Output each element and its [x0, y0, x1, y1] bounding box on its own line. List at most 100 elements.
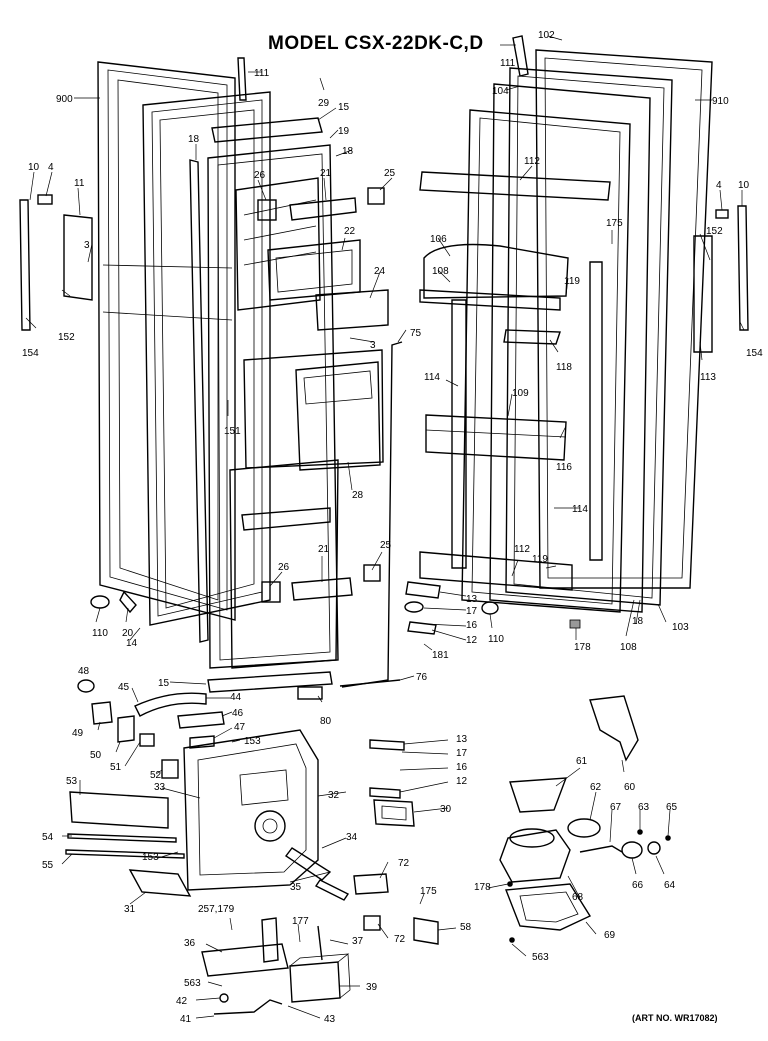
callout-103: 103 [672, 622, 689, 633]
callout-43: 43 [324, 1014, 336, 1025]
callout-63: 63 [638, 802, 650, 813]
callout-36: 36 [184, 938, 196, 949]
leader-lines [25, 35, 745, 1019]
callout-108: 108 [620, 642, 637, 653]
part-47-clip [189, 735, 215, 749]
part-15-trim-bottom [207, 671, 333, 693]
callout-29: 29 [318, 98, 330, 109]
callout-75: 75 [410, 328, 422, 339]
callout-152: 152 [706, 226, 723, 237]
part-55-strip [65, 849, 185, 859]
part-20-hinge [119, 590, 137, 614]
diagram-title: MODEL CSX-22DK-C,D [268, 33, 484, 54]
callout-54: 54 [42, 832, 54, 843]
callout-563: 563 [184, 978, 201, 989]
part-44-lever [134, 692, 207, 717]
part-53-frame [69, 791, 169, 829]
callout-65: 65 [666, 802, 678, 813]
part-178-plug [569, 619, 581, 629]
part-46-actuator [177, 711, 225, 729]
callout-114: 114 [572, 504, 588, 515]
part-15-trim-top [211, 117, 323, 143]
callout-116: 116 [556, 462, 572, 473]
part-35-rod [314, 879, 350, 901]
callout-112: 112 [514, 544, 530, 555]
callout-37: 37 [352, 936, 364, 947]
callout-111: 111 [500, 58, 516, 69]
part-48-knob [77, 679, 95, 693]
part-61-cup [509, 777, 568, 813]
callout-112: 112 [524, 156, 540, 167]
part-37-wire [317, 925, 323, 961]
part-25-clip-lower [363, 564, 381, 582]
callout-900: 900 [56, 94, 73, 105]
part-36-arm [261, 917, 279, 963]
callout-110: 110 [92, 628, 108, 639]
callout-175: 175 [606, 218, 623, 229]
callout-13: 13 [456, 734, 468, 745]
part-12-plate-lower [369, 787, 401, 799]
part-80-coupler [297, 686, 323, 700]
callout-49: 49 [72, 728, 84, 739]
part-64-cap [647, 841, 661, 855]
callout-20: 20 [122, 628, 134, 639]
part-10-handle-bar [19, 199, 31, 331]
callout-64: 64 [664, 880, 676, 891]
callout-19: 19 [338, 126, 350, 137]
art-number: (ART NO. WR17082) [632, 1013, 718, 1023]
part-31-grille [128, 869, 192, 897]
callout-178: 178 [574, 642, 591, 653]
part-66-motor [621, 841, 643, 859]
part-4-handle-cap [37, 194, 53, 205]
part-26-clip-lower [261, 581, 281, 603]
part-10-handle-bar-right [737, 205, 749, 331]
dispenser-housing-32 [183, 729, 319, 891]
callout-30: 30 [440, 804, 452, 815]
callout-175: 175 [420, 886, 437, 897]
freezer-outer-door-panel [97, 61, 236, 621]
part-13-hinge-top [405, 581, 441, 599]
part-563-screw [509, 937, 515, 943]
callout-153: 153 [142, 852, 159, 863]
callout-60: 60 [624, 782, 636, 793]
callout-109: 109 [512, 388, 529, 399]
part-42-nut [219, 993, 229, 1003]
callout-34: 34 [346, 832, 358, 843]
callout-257-179: 257,179 [198, 904, 235, 915]
callout-4: 4 [48, 162, 54, 173]
part-41-harness [213, 999, 283, 1015]
callout-39: 39 [366, 982, 378, 993]
callout-119: 119 [532, 554, 548, 565]
callout-26: 26 [278, 562, 290, 573]
part-65-screw [665, 835, 671, 841]
callout-118: 118 [556, 362, 572, 373]
part-13-plate-lower [369, 739, 405, 751]
callout-16: 16 [466, 620, 478, 631]
callout-21: 21 [320, 168, 332, 179]
part-67-wire [579, 845, 623, 853]
part-17-washer [404, 601, 424, 613]
callout-15: 15 [158, 678, 170, 689]
part-30-gasket [373, 799, 415, 827]
callout-25: 25 [380, 540, 392, 551]
callout-11: 11 [74, 178, 85, 189]
callout-35: 35 [290, 882, 302, 893]
callout-12: 12 [466, 635, 478, 646]
callout-10: 10 [28, 162, 40, 173]
callout-58: 58 [460, 922, 472, 933]
part-69-base [505, 883, 592, 931]
callout-152: 152 [58, 332, 75, 343]
part-111-top-strip [512, 35, 529, 77]
part-110-cap-left [90, 595, 110, 609]
callout-177: 177 [292, 916, 309, 927]
callout-178: 178 [474, 882, 491, 893]
callout-12: 12 [456, 776, 468, 787]
callout-154: 154 [746, 348, 763, 359]
callout-21: 21 [318, 544, 330, 555]
part-39-box [289, 961, 341, 1003]
callout-10: 10 [738, 180, 750, 191]
callout-28: 28 [352, 490, 364, 501]
callout-47: 47 [234, 722, 246, 733]
